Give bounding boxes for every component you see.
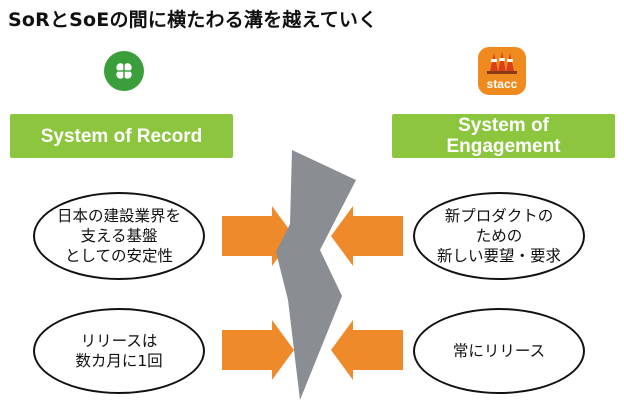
clover-icon xyxy=(115,62,133,80)
stacc-logo: stacc xyxy=(478,47,526,95)
system-of-record-header: System of Record xyxy=(10,114,233,158)
sor-stability-text: 日本の建設業界を 支える基盤 としての安定性 xyxy=(56,207,181,265)
stacc-logo-text: stacc xyxy=(486,77,518,91)
arrow-left-bottom xyxy=(222,320,294,380)
sor-stability-ellipse: 日本の建設業界を 支える基盤 としての安定性 xyxy=(33,192,205,280)
soe-release-text: 常にリリース xyxy=(452,342,546,360)
sor-release-text: リリースは 数カ月に1回 xyxy=(75,332,163,370)
traffic-cone-icon xyxy=(487,51,517,74)
soe-release-ellipse: 常にリリース xyxy=(413,308,585,394)
page-title: SoRとSoEの間に横たわる溝を越えていく xyxy=(8,9,378,31)
arrow-right-top xyxy=(331,206,403,266)
sor-release-ellipse: リリースは 数カ月に1回 xyxy=(33,308,205,394)
arrow-right-bottom xyxy=(331,320,403,380)
system-of-record-label: System of Record xyxy=(40,125,203,147)
lightning-bolt-icon xyxy=(276,150,356,400)
system-of-engagement-label: System of Engagement xyxy=(446,115,561,157)
arrow-left-top xyxy=(222,206,294,266)
system-of-engagement-header: System of Engagement xyxy=(392,114,615,158)
soe-requests-text: 新プロダクトの ための 新しい要望・要求 xyxy=(436,207,561,265)
sor-logo xyxy=(104,51,144,91)
soe-requests-ellipse: 新プロダクトの ための 新しい要望・要求 xyxy=(413,192,585,280)
